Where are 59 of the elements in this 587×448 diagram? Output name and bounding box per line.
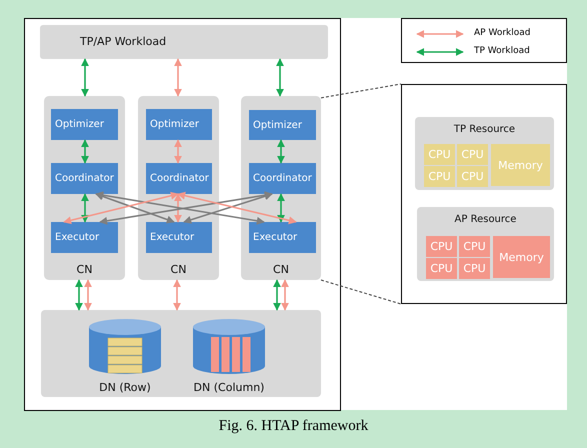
group-title: TP Resource	[452, 124, 516, 135]
process-box: Coordinator	[146, 163, 212, 194]
arrow	[174, 139, 182, 164]
legend-label: TP Workload	[474, 46, 530, 56]
data-node-panel	[41, 310, 321, 397]
arrow	[81, 139, 89, 164]
arrow	[183, 192, 273, 224]
cpu-block: CPU	[457, 144, 488, 165]
arrow	[81, 58, 89, 97]
process-box: Executor	[249, 222, 316, 253]
cpu-block: CPU	[426, 258, 457, 279]
process-box: Coordinator	[51, 163, 118, 194]
cpu-block: CPU	[424, 166, 455, 187]
arrow	[177, 192, 297, 224]
arrow	[277, 193, 285, 223]
cpu-block: CPU	[459, 258, 490, 279]
database-cylinder	[192, 318, 266, 394]
process-box: Optimizer	[249, 110, 316, 140]
process-box: Optimizer	[51, 109, 118, 140]
node-label: DN (Column)	[192, 381, 266, 394]
node-label: DN (Row)	[98, 381, 152, 394]
zoom-guide-line	[320, 84, 402, 98]
arrow	[277, 139, 285, 164]
arrow	[273, 279, 281, 311]
cpu-block: CPU	[459, 236, 490, 257]
database-cylinder	[88, 318, 162, 394]
node-label: CN	[170, 263, 188, 276]
arrow	[95, 192, 175, 224]
process-box: Executor	[146, 222, 212, 253]
zoom-guide-line	[320, 280, 402, 304]
cpu-block: CPU	[424, 144, 455, 165]
resource-panel	[401, 84, 567, 304]
cpu-block: CPU	[426, 236, 457, 257]
arrow	[173, 279, 181, 311]
compute-node-panel	[241, 96, 321, 280]
process-box: Optimizer	[146, 109, 212, 140]
workload-band: TP/AP Workload	[40, 25, 328, 59]
node-label: CN	[272, 263, 290, 276]
resource-group	[417, 207, 554, 281]
memory-block: Memory	[491, 144, 550, 186]
arrow	[281, 279, 289, 311]
arrow	[84, 279, 92, 311]
legend-label: AP Workload	[474, 28, 530, 38]
process-box: Executor	[51, 222, 118, 253]
process-box: Coordinator	[249, 163, 316, 194]
arrow	[276, 58, 284, 97]
group-title: AP Resource	[454, 214, 518, 225]
memory-block: Memory	[493, 236, 550, 278]
arrow	[63, 192, 179, 224]
compute-node-panel	[44, 96, 125, 280]
arrow	[81, 193, 89, 223]
cpu-block: CPU	[457, 166, 488, 187]
arrow	[174, 193, 182, 223]
compute-node-panel	[138, 96, 219, 280]
node-label: CN	[76, 263, 94, 276]
arrow	[174, 58, 182, 97]
resource-group	[415, 117, 554, 190]
arrow	[75, 279, 83, 311]
figure-caption: Fig. 6. HTAP framework	[218, 418, 368, 434]
